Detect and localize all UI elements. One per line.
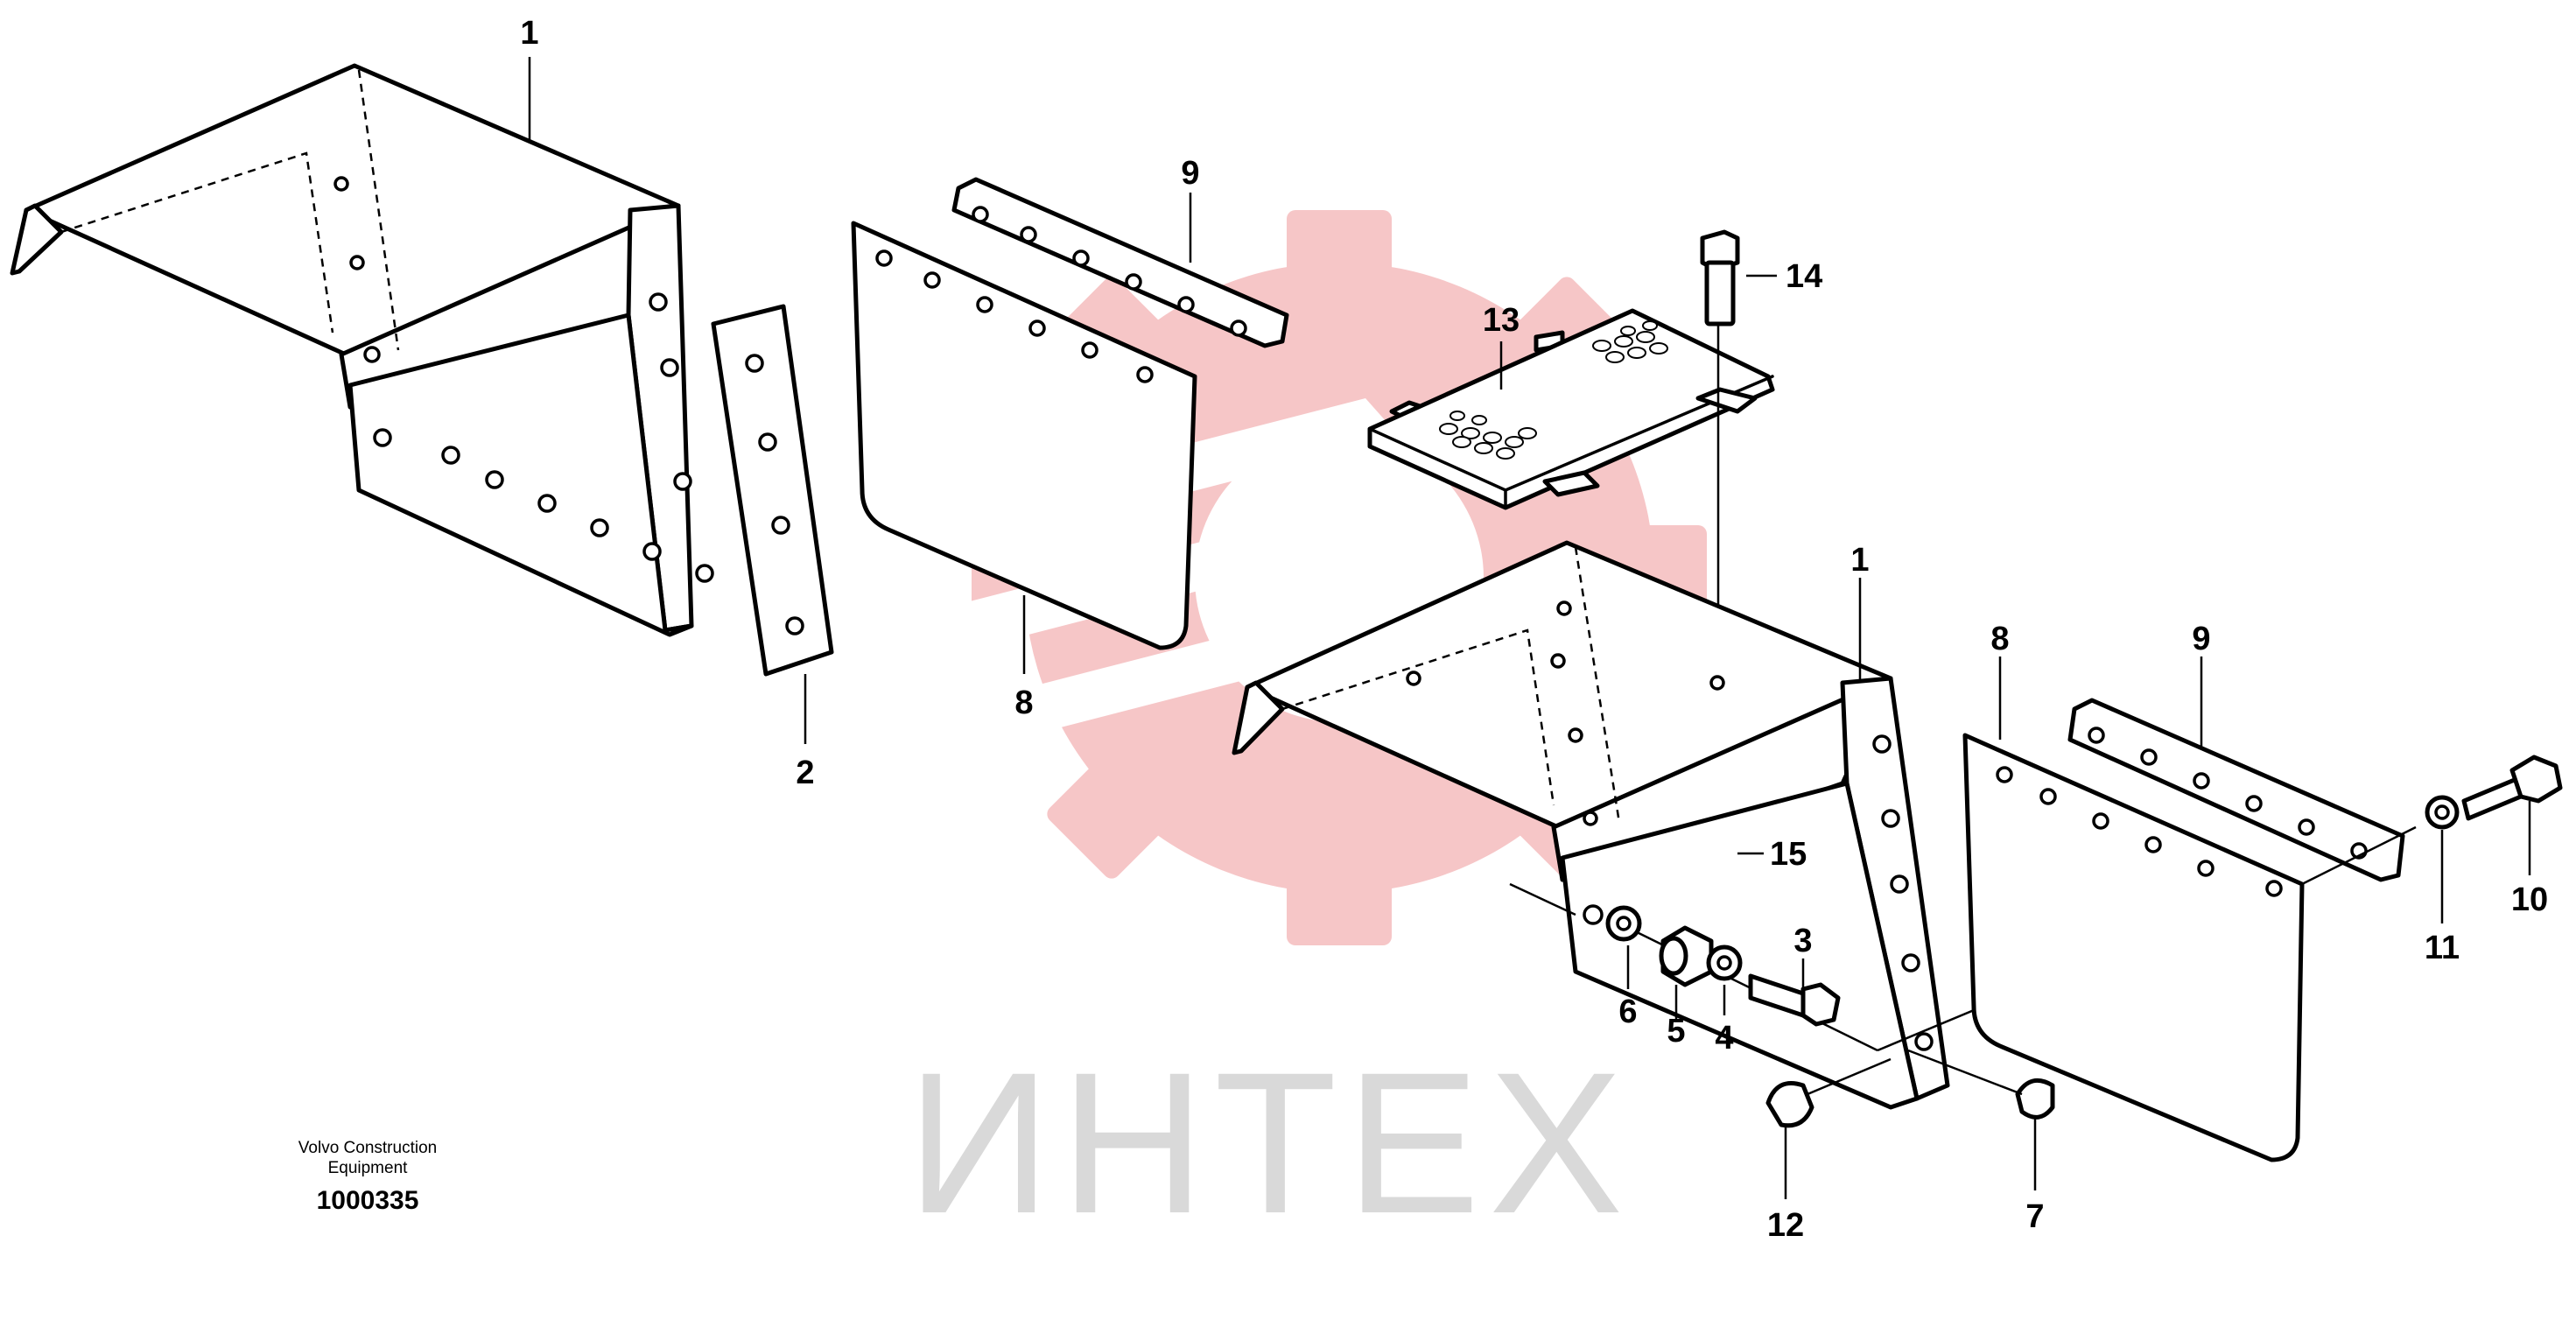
- callout-5: 5: [1667, 1013, 1685, 1050]
- callout-8-right: 8: [1990, 621, 2009, 657]
- electronic-panel: [1367, 308, 1775, 510]
- callout-10: 10: [2511, 881, 2548, 918]
- callout-2: 2: [796, 755, 814, 791]
- callout-9-right: 9: [2192, 621, 2210, 657]
- strip-right: [2067, 698, 2417, 886]
- callout-3: 3: [1793, 923, 1812, 959]
- washer-11-icon: [2425, 795, 2460, 830]
- callout-1-right: 1: [1850, 542, 1869, 579]
- bracket-left: [10, 63, 714, 637]
- drawing-caption: Volvo Construction Equipment 1000335: [263, 1138, 473, 1218]
- callout-9-left: 9: [1181, 155, 1199, 192]
- bolt-10-icon: [2461, 755, 2563, 821]
- washer-4-icon: [1706, 944, 1743, 981]
- mudflap-right: [1962, 733, 2305, 1162]
- cap-nut-12-icon: [1765, 1057, 1892, 1128]
- washer-6-icon: [1605, 905, 1642, 942]
- callout-15: 15: [1770, 836, 1807, 873]
- callout-1-left: 1: [520, 15, 538, 52]
- callout-13: 13: [1483, 302, 1520, 339]
- caption-drawing-number: 1000335: [316, 1186, 419, 1215]
- callout-4: 4: [1715, 1020, 1733, 1057]
- strip-left: [951, 177, 1289, 348]
- panel-connector-holes-left: [1439, 411, 1537, 460]
- leader-lines: [528, 57, 2531, 1199]
- plate-left: [711, 304, 834, 677]
- callout-8-left: 8: [1014, 685, 1033, 721]
- bolt-14-icon: [1700, 229, 1740, 858]
- callout-labels: 1 2 8 9 13 14 15 1 8 9 3 4 5 6 7 10 11 1…: [520, 15, 2548, 1244]
- callout-11: 11: [2425, 930, 2460, 966]
- caption-manufacturer-line2: Equipment: [327, 1159, 408, 1177]
- spacer-5-icon: [1659, 925, 1714, 987]
- watermark-text: ИНТЕХ: [907, 1030, 1632, 1255]
- cap-nut-7-icon: [1907, 1049, 2055, 1120]
- caption-manufacturer: Volvo Construction: [298, 1139, 438, 1157]
- callout-12: 12: [1767, 1207, 1804, 1244]
- callout-6: 6: [1618, 994, 1637, 1030]
- bracket-right: [1232, 540, 1950, 1110]
- mudflap-left: [851, 221, 1197, 650]
- callout-14: 14: [1786, 258, 1822, 295]
- callout-7: 7: [2025, 1198, 2044, 1235]
- bolt-3-icon: [1748, 973, 1841, 1027]
- panel-connector-holes-right: [1592, 320, 1668, 363]
